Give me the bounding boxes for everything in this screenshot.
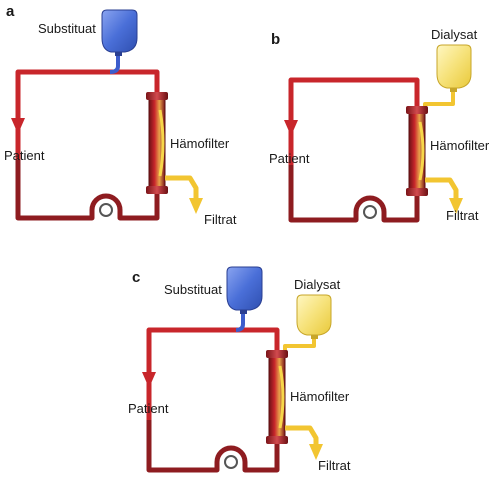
panel-b-dialysat-line [423, 86, 455, 112]
panel-c-dialysat-label: Dialysat [294, 277, 341, 292]
panel-a-hemofilter-label: Hämofilter [170, 136, 230, 151]
panel-a-filter-membrane [158, 109, 165, 177]
panel-a-substituat-label: Substituat [38, 21, 96, 36]
panel-a-venous-tube [15, 160, 160, 221]
panel-b-patient-label: Patient [269, 151, 310, 166]
panel-a-filtrat-arrow [189, 198, 203, 214]
panel-b-filter-cap-top [406, 106, 428, 114]
panel-c-venous-tube [146, 420, 280, 473]
panel-c-substituat-bag [226, 266, 263, 311]
panel-c-hemofilter-label: Hämofilter [290, 389, 350, 404]
panel-b: b Dialysat Patient Hämofilter Filtrat [269, 27, 490, 223]
panel-c-dialysat-port [311, 335, 318, 339]
panel-c-filtrat-line [285, 425, 319, 446]
panel-c-arterial-tube [146, 327, 280, 470]
panel-c-substituat-label: Substituat [164, 282, 222, 297]
panel-c-dialysat-bag [296, 294, 332, 336]
panel-a-substituat-bag [101, 9, 138, 53]
panel-b-flow-arrow [284, 120, 298, 136]
panel-a-filter-cap-bottom [146, 186, 168, 194]
panel-a-filtrat-label: Filtrat [204, 212, 237, 227]
panel-b-arterial-tube [288, 77, 420, 220]
panel-c-filter-membrane [278, 365, 285, 429]
panel-b-letter: b [271, 31, 280, 48]
panel-a-arterial-tube [15, 69, 160, 218]
panel-a-letter: a [6, 3, 15, 20]
panel-c: c Substituat Dialysat Patient Hämofilter… [128, 266, 351, 473]
panel-b-filtrat-label: Filtrat [446, 208, 479, 223]
panel-c-letter: c [132, 269, 140, 286]
panel-a: a Substituat Patient Hämofilter Filtrat [4, 3, 237, 227]
panel-b-dialysat-port [450, 88, 457, 92]
panel-c-flow-arrow [142, 372, 156, 388]
panel-c-patient-label: Patient [128, 401, 169, 416]
panel-a-patient-label: Patient [4, 148, 45, 163]
panel-a-filter-cap-top [146, 92, 168, 100]
panel-c-filtrat-arrow [309, 444, 323, 460]
panel-b-filtrat-line [425, 177, 459, 200]
panel-a-pump [99, 203, 113, 217]
panel-b-filter-cap-bottom [406, 188, 428, 196]
panel-c-filtrat-label: Filtrat [318, 458, 351, 473]
panel-c-substituat-port [240, 310, 247, 314]
panel-a-substituat-port [115, 52, 122, 56]
panel-c-substituat-line [235, 312, 245, 332]
panel-c-dialysat-line [283, 336, 316, 356]
panel-c-filter-cap-top [266, 350, 288, 358]
panel-b-filter-membrane [418, 121, 425, 181]
panel-b-filtrat-arrow [449, 198, 463, 214]
panel-b-dialysat-label: Dialysat [431, 27, 478, 42]
panel-a-flow-arrow [11, 118, 25, 134]
panel-c-pump [224, 455, 238, 469]
panel-b-dialysat-bag [436, 44, 472, 89]
panel-b-pump [363, 205, 377, 219]
panel-a-filtrat-line [165, 175, 199, 200]
panel-c-filter-cap-bottom [266, 436, 288, 444]
panel-b-venous-tube [288, 165, 420, 223]
panel-b-hemofilter-label: Hämofilter [430, 138, 490, 153]
panel-a-substituat-line [109, 50, 120, 74]
